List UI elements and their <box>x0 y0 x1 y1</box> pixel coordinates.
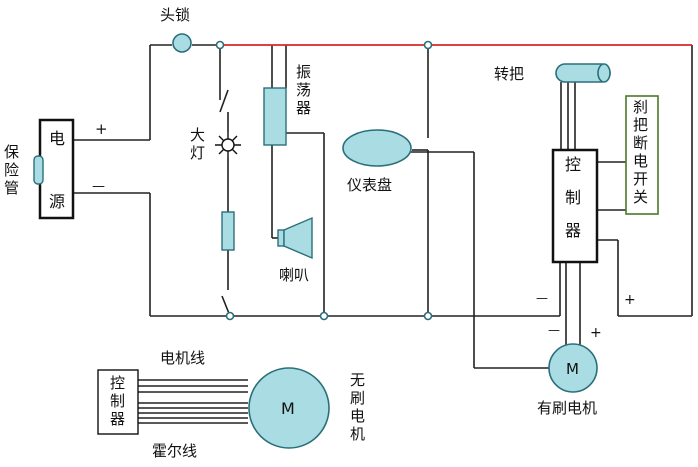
headlight-label: 大灯 <box>190 126 205 162</box>
horn-icon <box>277 216 313 260</box>
brushless-controller-box <box>97 369 139 435</box>
brushed-motor-symbol: M <box>566 360 579 378</box>
controller-box <box>551 148 599 264</box>
brushed-motor-icon <box>548 343 598 393</box>
fuse-icon <box>33 155 44 185</box>
brake-cutoff-switch <box>625 95 659 215</box>
horn-label: 喇叭 <box>279 266 309 284</box>
motor-minus-label: — <box>548 323 560 337</box>
fuse-label-1: 保险管 <box>4 143 19 197</box>
controller-label: 控制器 <box>565 155 581 240</box>
dashboard-icon <box>342 129 412 167</box>
hall-wire-label: 霍尔线 <box>152 442 197 460</box>
head-lock-switch <box>172 33 192 53</box>
controller-minus-label: — <box>536 291 548 305</box>
head-lock-label: 头锁 <box>160 6 190 24</box>
power-minus-label: — <box>92 179 105 194</box>
throttle-label: 转把 <box>494 65 524 83</box>
dashboard-label: 仪表盘 <box>347 176 392 194</box>
brake-cutoff-label: 刹把断电开关 <box>633 98 648 206</box>
brushless-controller-label: 控制器 <box>110 374 125 428</box>
power-char-1: 电 <box>49 129 65 148</box>
brushless-motor-label: 无刷电机 <box>350 371 365 443</box>
brushed-motor-label: 有刷电机 <box>537 399 597 417</box>
brushless-motor-icon <box>248 367 330 449</box>
oscillator-label: 振荡器 <box>296 63 311 117</box>
motor-plus-label: + <box>590 325 602 341</box>
wires <box>72 44 693 424</box>
controller-plus-label: + <box>624 292 636 308</box>
power-plus-label: + <box>95 120 108 138</box>
throttle-icon <box>555 63 611 83</box>
headlight-icon <box>215 132 241 158</box>
power-char-2: 源 <box>49 192 65 211</box>
oscillator-box <box>263 87 287 146</box>
brushless-motor-symbol: M <box>281 399 295 418</box>
motor-wire-label: 电机线 <box>160 349 205 367</box>
junction-dots <box>215 40 433 321</box>
headlight-resistor <box>221 211 235 251</box>
